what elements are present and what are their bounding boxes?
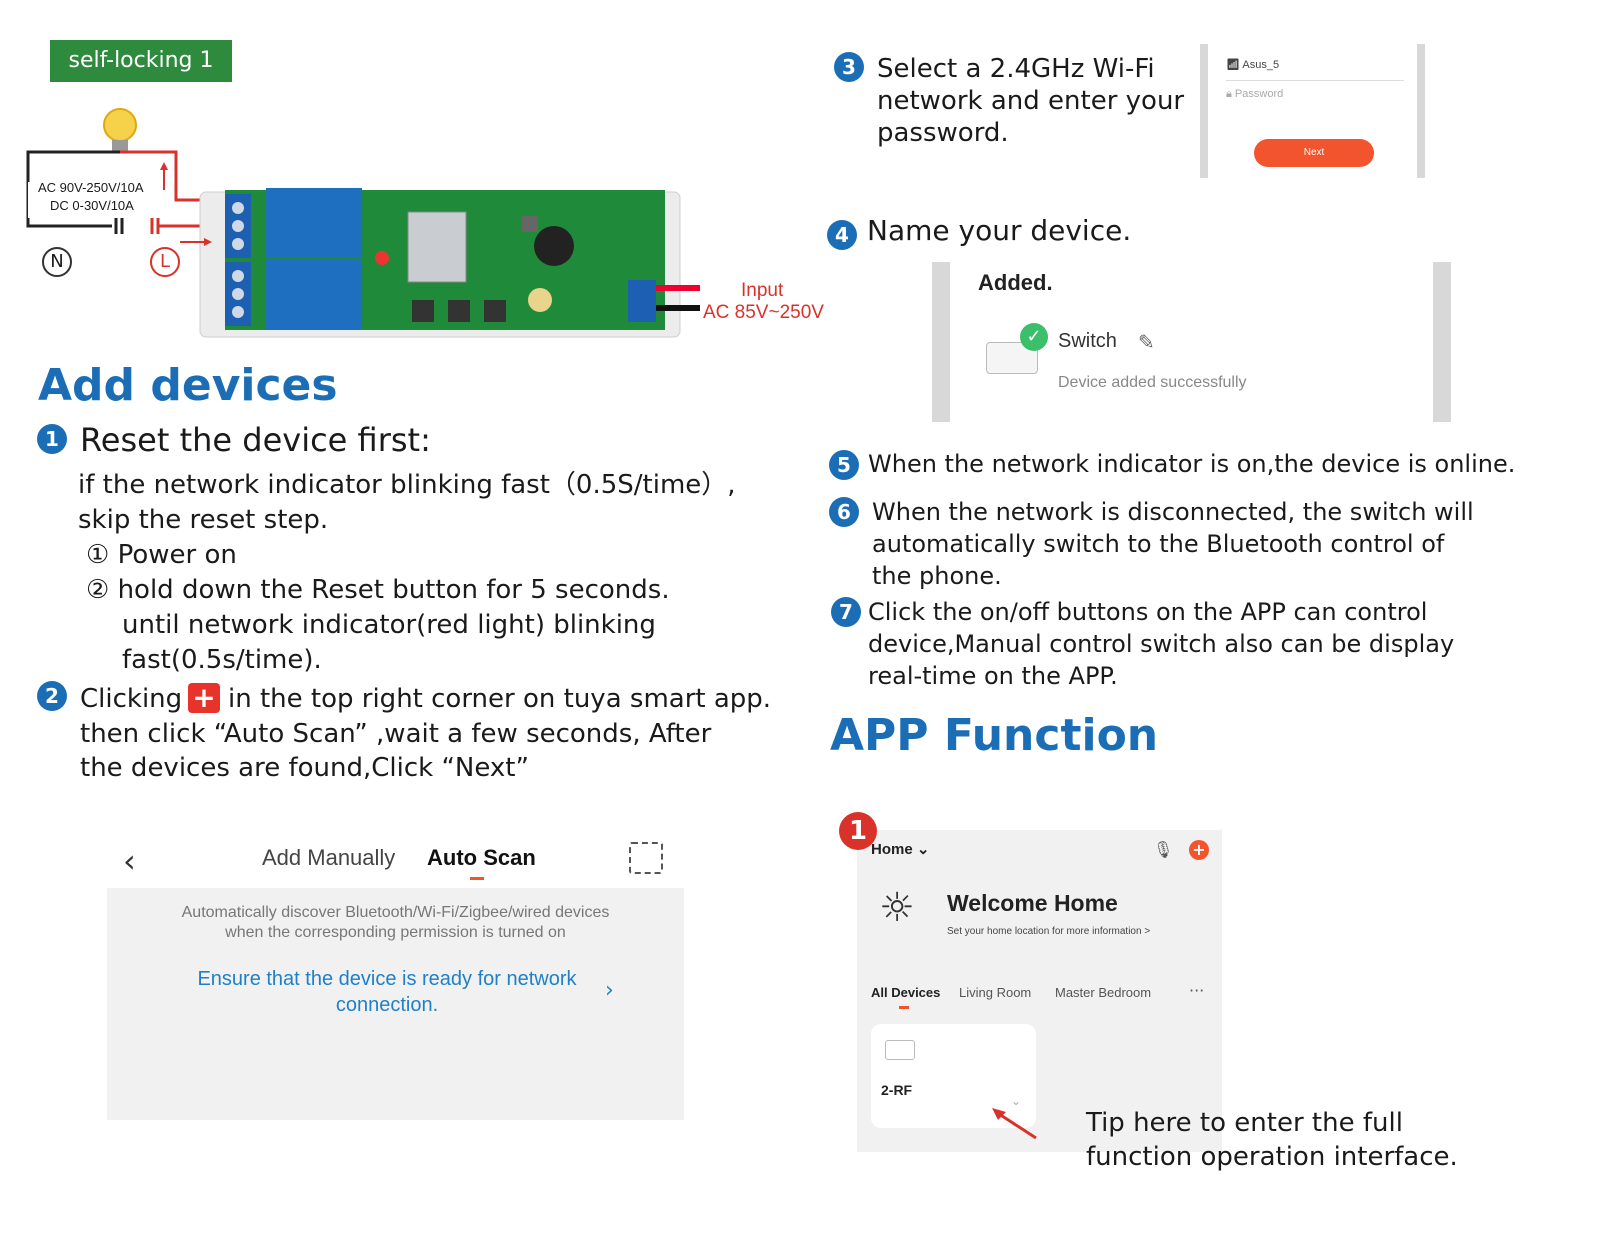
wifi-network-row[interactable]: 📶︎ Asus_5 [1226,58,1279,71]
chevron-down-icon[interactable]: ⌄ [1011,1094,1022,1108]
dc-rating-label: DC 0-30V/10A [50,198,134,213]
light-bulb-icon [103,108,137,152]
step-4-text: Name your device. [867,214,1132,247]
step-5-marker: 5 [829,450,859,480]
active-tab-indicator [899,1006,909,1009]
step-2-pre: Clicking [80,684,183,714]
step-1-heading: Reset the device first: [80,421,431,459]
step-1-line-1: if the network indicator blinking fast（0… [78,470,736,500]
relay-1 [266,188,362,258]
step-6-marker: 6 [829,497,859,527]
app-function-title: APP Function [830,710,1159,761]
added-panel-edge-right [1433,262,1451,422]
back-icon[interactable]: ‹ [123,842,136,880]
relay-2 [266,260,362,330]
device-card-2rf[interactable]: 2-RF ⌄ [871,1024,1036,1128]
step-3-line-2: network and enter your [877,86,1185,116]
chevron-right-icon[interactable]: › [605,978,614,1003]
add-device-icon[interactable]: + [1189,840,1209,860]
wiring-diagram [26,108,700,338]
lock-icon: 🔒︎ [1226,88,1232,100]
device-name[interactable]: Switch [1058,330,1117,352]
step-2-line-3: the devices are found,Click “Next” [80,753,529,783]
add-devices-title: Add devices [38,360,338,411]
active-tab-indicator [470,877,484,880]
device-card-name: 2-RF [881,1082,913,1098]
live-symbol: L [150,247,180,277]
step-1-sub-2c: fast(0.5s/time). [122,645,322,675]
tab-master-bedroom[interactable]: Master Bedroom [1055,985,1152,1000]
step-2-line-2: then click “Auto Scan” ,wait a few secon… [80,719,712,749]
step-1-line-2: skip the reset step. [78,505,329,535]
wifi-name: Asus_5 [1242,59,1280,71]
divider [1226,80,1404,81]
switch-device-icon [885,1040,915,1060]
tip-line-2: function operation interface. [1086,1142,1458,1172]
step-5-text: When the network indicator is on,the dev… [868,450,1516,478]
wifi-panel-edge-right [1417,44,1425,178]
app-function-marker: 1 [839,812,877,850]
step-1-sub-2: ② hold down the Reset button for 5 secon… [86,575,670,605]
wifi-panel-edge-left [1200,44,1208,178]
scan-description-2: when the corresponding permission is tur… [225,924,566,941]
wifi-icon: 📶︎ [1226,59,1240,71]
ready-link-2[interactable]: connection. [335,994,439,1016]
tip-line-1: Tip here to enter the full [1086,1108,1403,1138]
scan-body: Automatically discover Bluetooth/Wi-Fi/Z… [107,888,684,1120]
auto-scan-screen: ‹ Add Manually Auto Scan Automatically d… [107,820,684,1120]
step-2-post: in the top right corner on tuya smart ap… [228,684,772,714]
step-6-line-3: the phone. [872,562,1002,590]
tab-living-room[interactable]: Living Room [959,985,1032,1000]
step-2-marker: 2 [37,681,67,711]
microphone-icon[interactable]: 🎙︎ [1153,840,1174,859]
step-1-sub-1: ① Power on [86,540,237,570]
added-panel-edge-left [932,262,950,422]
plus-icon: + [188,683,220,713]
neutral-symbol: N [42,247,72,277]
step-1-sub-2b: until network indicator(red light) blink… [122,610,656,640]
home-screen: Home ⌄ 🎙︎ + ☼ Welcome Home Set your home… [857,830,1222,1152]
password-field[interactable]: 🔒︎ Password [1226,88,1283,101]
input-voltage-label: AC 85V~250V [703,302,824,323]
tab-all-devices[interactable]: All Devices [871,985,941,1000]
edit-pencil-icon[interactable]: ✎ [1138,330,1155,354]
tab-auto-scan[interactable]: Auto Scan [427,845,536,870]
input-label: Input [741,280,784,301]
welcome-title: Welcome Home [947,890,1118,916]
scan-description-1: Automatically discover Bluetooth/Wi-Fi/Z… [181,904,610,921]
next-button[interactable]: Next [1254,139,1374,167]
step-3-marker: 3 [834,52,864,82]
step-3-line-1: Select a 2.4GHz Wi-Fi [877,54,1155,84]
device-added-message: Device added successfully [1058,374,1247,391]
step-6-line-1: When the network is disconnected, the sw… [872,498,1474,526]
step-4-marker: 4 [827,220,857,250]
scan-qr-icon[interactable] [629,842,663,874]
step-7-line-3: real-time on the APP. [868,662,1118,690]
step-3-line-3: password. [877,118,1009,148]
home-selector[interactable]: Home ⌄ [871,841,930,858]
check-icon: ✓ [1020,323,1048,351]
pointer-arrow-icon [992,1108,1037,1140]
self-locking-badge: self-locking 1 [50,40,232,82]
ready-link-1[interactable]: Ensure that the device is ready for netw… [197,968,577,990]
sun-icon: ☼ [879,885,915,931]
step-7-line-2: device,Manual control switch also can be… [868,630,1455,658]
step-6-line-2: automatically switch to the Bluetooth co… [872,530,1445,558]
step-7-marker: 7 [831,597,861,627]
home-location-hint[interactable]: Set your home location for more informat… [947,926,1151,937]
step-7-line-1: Click the on/off buttons on the APP can … [868,598,1428,626]
step-1-marker: 1 [37,424,67,454]
tab-add-manually[interactable]: Add Manually [262,845,396,870]
step-2-line-1: Clicking + in the top right corner on tu… [80,682,771,716]
added-title: Added. [978,270,1053,295]
more-icon[interactable]: ··· [1189,981,1205,1000]
ac-rating-label: AC 90V-250V/10A [38,180,144,195]
wifi-module [407,211,467,283]
password-placeholder: Password [1234,88,1284,100]
